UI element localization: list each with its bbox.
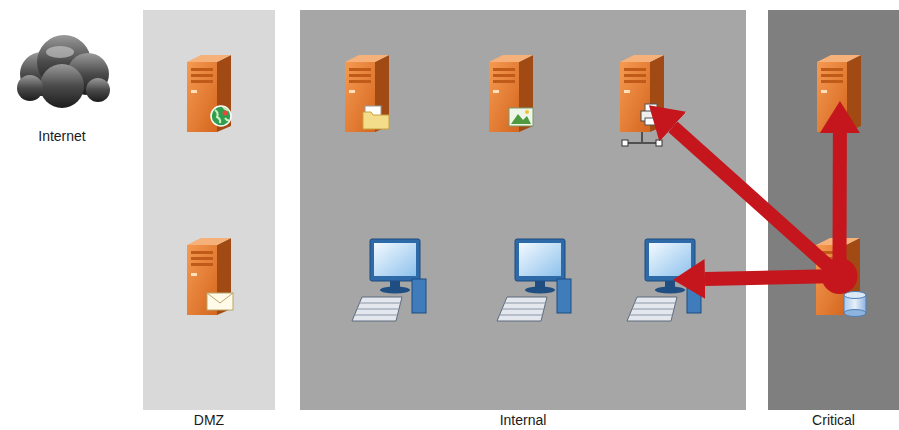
server-node: Media Server [467, 52, 556, 164]
server-node: Web Server [170, 52, 250, 164]
zone-band: Backup ServerDatabase ServerCritical [768, 10, 899, 410]
computer-icon [350, 235, 430, 325]
internet-cloud: Internet [12, 22, 112, 144]
zone-label: Critical [768, 412, 899, 428]
workstation-node: User Machine [344, 235, 436, 349]
server-icon [483, 52, 541, 134]
workstation-node: User Machine [489, 235, 581, 349]
zone-label: Internal [300, 412, 746, 428]
computer-icon [495, 235, 575, 325]
workstation-node: Admin Machine [614, 235, 717, 349]
zone-label: DMZ [143, 412, 275, 428]
zone-band: File Server Media Server Print ServerUser … [300, 10, 746, 410]
server-node: Database Server [784, 235, 895, 347]
zone-band: Web ServerEmail ServerDMZ [143, 10, 275, 410]
computer-icon [625, 235, 705, 325]
server-node: Backup Server [791, 52, 889, 164]
server-node: Print Server [603, 52, 683, 178]
cloud-icon [12, 22, 112, 114]
access-arrow [832, 133, 846, 276]
access-arrow [673, 127, 840, 276]
server-node: File Server [331, 52, 405, 164]
node-label: Internet [35, 128, 88, 144]
server-node: Email Server [167, 235, 253, 347]
server-icon [811, 52, 869, 134]
access-arrow [705, 276, 839, 279]
origin-dot [821, 258, 857, 294]
server-icon [181, 235, 239, 317]
server-icon [810, 235, 868, 317]
server-icon [181, 52, 239, 134]
server-icon [614, 52, 672, 148]
server-icon [339, 52, 397, 134]
